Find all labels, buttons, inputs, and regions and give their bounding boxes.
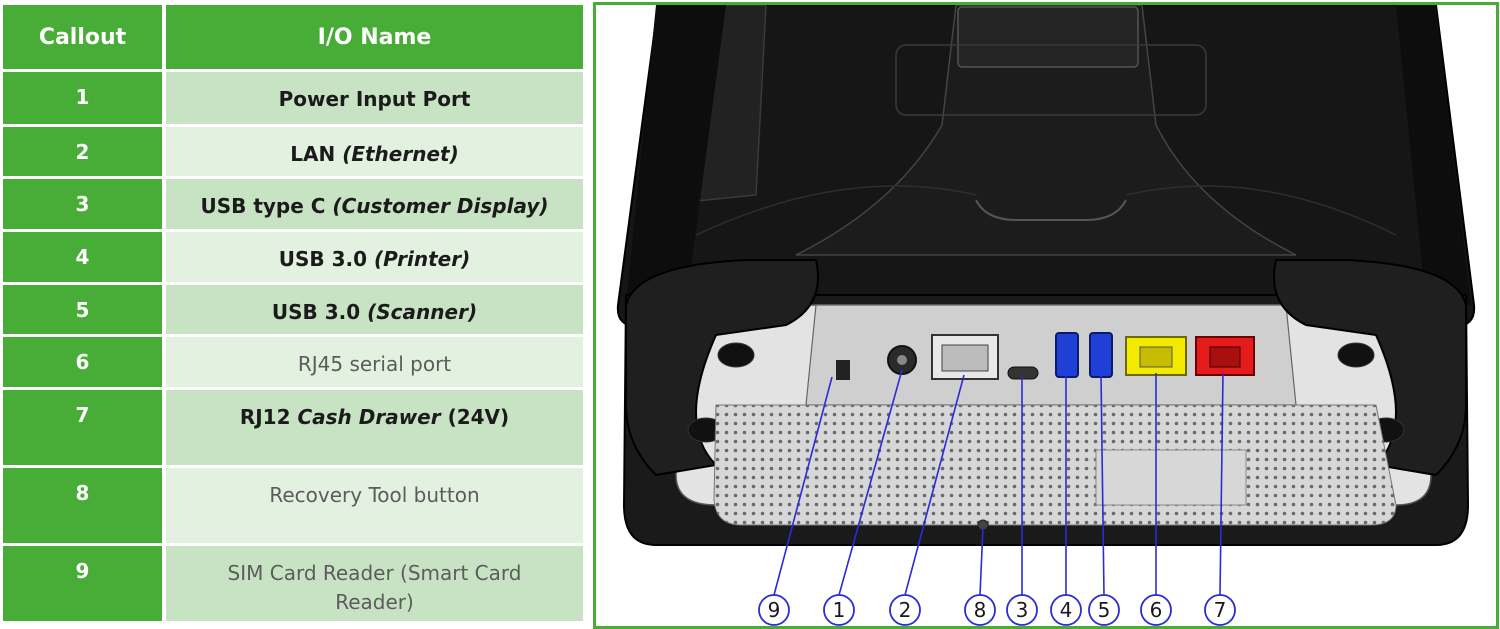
- leader-1: [838, 369, 903, 596]
- io-name: SIM Card Reader (Smart Card Reader): [166, 543, 583, 621]
- io-name-text: USB 3.0: [271, 300, 368, 324]
- table-row: 9 SIM Card Reader (Smart Card Reader): [3, 543, 583, 621]
- callout-8-label: 8: [974, 598, 987, 622]
- stand-inner-block: [895, 44, 1207, 116]
- callout-5: 5: [1088, 594, 1120, 626]
- io-name-detail: Cash Drawer: [297, 405, 441, 429]
- io-name-text: RJ45 serial port: [297, 352, 452, 376]
- io-name: USB type C (Customer Display): [166, 176, 583, 229]
- callout-8: 8: [964, 594, 996, 626]
- leader-8: [979, 526, 984, 596]
- stand-neck: [795, 5, 1297, 256]
- io-name-detail: (Printer): [373, 247, 471, 271]
- sim-reader-slot: [836, 360, 850, 380]
- vent-mesh: [713, 404, 1397, 526]
- io-name: USB 3.0 (Scanner): [166, 282, 583, 334]
- stand-curve-lines: [695, 185, 1397, 236]
- io-name-detail: (Scanner): [367, 300, 478, 324]
- table-row: 3 USB type C (Customer Display): [3, 176, 583, 229]
- callout-4-label: 4: [1060, 598, 1073, 622]
- callout-leaders: [773, 369, 1224, 596]
- callout-number: 3: [3, 176, 166, 229]
- table-row: 4 USB 3.0 (Printer): [3, 229, 583, 282]
- io-name: USB 3.0 (Printer): [166, 229, 583, 282]
- callout-3-label: 3: [1016, 598, 1029, 622]
- io-name-text: SIM Card Reader (Smart Card Reader): [227, 561, 522, 614]
- callout-7: 7: [1204, 594, 1236, 626]
- callout-circles: 9 1 2 8 3 4 5 6 7: [758, 594, 1236, 626]
- usb-c-port: [1007, 366, 1039, 380]
- body-shading: [626, 5, 726, 305]
- header-io-name: I/O Name: [166, 5, 583, 69]
- stand-top-block: [957, 6, 1139, 68]
- io-name-detail: (Ethernet): [342, 142, 459, 166]
- right-foot: [1273, 259, 1467, 477]
- rj12-cash-drawer-port-inner: [1209, 346, 1241, 368]
- rj45-serial-port-inner: [1139, 346, 1173, 368]
- left-foot: [625, 259, 819, 477]
- callout-2-label: 2: [899, 598, 912, 622]
- callout-4: 4: [1050, 594, 1082, 626]
- table-header-row: Callout I/O Name: [3, 5, 583, 69]
- left-screw: [717, 342, 755, 368]
- io-name-text: Recovery Tool button: [269, 483, 480, 507]
- callout-9: 9: [758, 594, 790, 626]
- callout-number: 9: [3, 543, 166, 621]
- device-io-diagram: 9 1 2 8 3 4 5 6 7: [593, 2, 1499, 629]
- vent-label-area: [1095, 449, 1247, 506]
- io-name: RJ12 Cash Drawer (24V): [166, 387, 583, 465]
- callout-number: 7: [3, 387, 166, 465]
- callout-2: 2: [889, 594, 921, 626]
- io-callout-table: Callout I/O Name 1 Power Input Port 2 LA…: [3, 5, 583, 621]
- stand-arch: [975, 199, 1127, 221]
- io-name-text: Power Input Port: [278, 87, 471, 111]
- leader-7: [1219, 372, 1224, 596]
- table-row: 1 Power Input Port: [3, 69, 583, 124]
- table-row: 5 USB 3.0 (Scanner): [3, 282, 583, 334]
- table-row: 6 RJ45 serial port: [3, 334, 583, 387]
- callout-5-label: 5: [1098, 598, 1111, 622]
- callout-number: 1: [3, 69, 166, 124]
- leader-9: [773, 376, 833, 596]
- callout-1: 1: [823, 594, 855, 626]
- header-callout: Callout: [3, 5, 166, 69]
- io-name: RJ45 serial port: [166, 334, 583, 387]
- callout-number: 2: [3, 124, 166, 176]
- callout-1-label: 1: [833, 598, 846, 622]
- device-drawing: 9 1 2 8 3 4 5 6 7: [616, 5, 1476, 626]
- io-name: Power Input Port: [166, 69, 583, 124]
- right-screw: [1337, 342, 1375, 368]
- io-name-text: LAN: [290, 142, 343, 166]
- io-name-text: USB type C: [200, 194, 333, 218]
- io-name-text: USB 3.0: [278, 247, 374, 271]
- usb-port-printer: [1055, 332, 1079, 378]
- callout-9-label: 9: [768, 598, 781, 622]
- callout-6-label: 6: [1150, 598, 1163, 622]
- leader-2: [904, 374, 965, 596]
- usb-port-scanner: [1089, 332, 1113, 378]
- table-row: 8 Recovery Tool button: [3, 465, 583, 543]
- lan-port-inner: [941, 344, 989, 372]
- callout-number: 8: [3, 465, 166, 543]
- callout-number: 5: [3, 282, 166, 334]
- io-name-suffix: (24V): [440, 405, 510, 429]
- table-row: 7 RJ12 Cash Drawer (24V): [3, 387, 583, 465]
- power-port-pin: [897, 355, 907, 365]
- io-name: LAN (Ethernet): [166, 124, 583, 176]
- io-name: Recovery Tool button: [166, 465, 583, 543]
- callout-number: 4: [3, 229, 166, 282]
- body-shading-right: [1396, 5, 1471, 305]
- io-name-text: RJ12: [239, 405, 298, 429]
- leader-5: [1100, 374, 1105, 596]
- callout-3: 3: [1006, 594, 1038, 626]
- callout-6: 6: [1140, 594, 1172, 626]
- table-row: 2 LAN (Ethernet): [3, 124, 583, 176]
- io-name-detail: (Customer Display): [332, 194, 549, 218]
- callout-7-label: 7: [1214, 598, 1227, 622]
- callout-number: 6: [3, 334, 166, 387]
